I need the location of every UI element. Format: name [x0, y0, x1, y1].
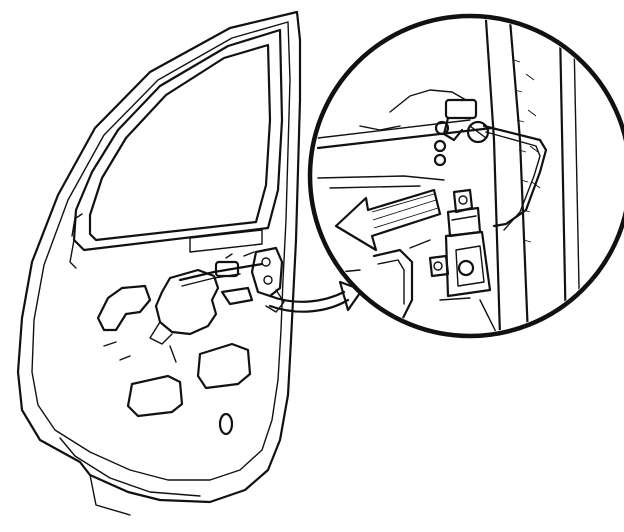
access-hole-left: [96, 284, 152, 332]
door-inner-edge: [31, 21, 291, 481]
actuator-rod: [482, 124, 548, 228]
access-hole-center: [154, 268, 220, 336]
rod-clip: [214, 260, 240, 278]
door-panel: [16, 10, 302, 516]
access-hole-lower-left: [126, 374, 184, 418]
window-glass: [88, 43, 272, 242]
access-hole-lower-right: [196, 342, 252, 390]
detail-latch: [428, 188, 492, 301]
door-outer-edge: [16, 10, 302, 504]
magnifier-circle: [307, 13, 624, 339]
latch-bracket: [250, 246, 284, 298]
detail-magnifier: [307, 13, 624, 339]
door-latch-assembly: [178, 246, 285, 313]
drain-hole: [218, 412, 234, 436]
window-outer: [72, 28, 284, 252]
window-frame: [69, 28, 284, 269]
latch-rod: [178, 262, 264, 282]
lock-cylinder: [433, 98, 490, 167]
direction-arrow: [334, 188, 442, 252]
inner-panel-openings: [75, 213, 263, 436]
callout-arrow: [268, 280, 364, 313]
